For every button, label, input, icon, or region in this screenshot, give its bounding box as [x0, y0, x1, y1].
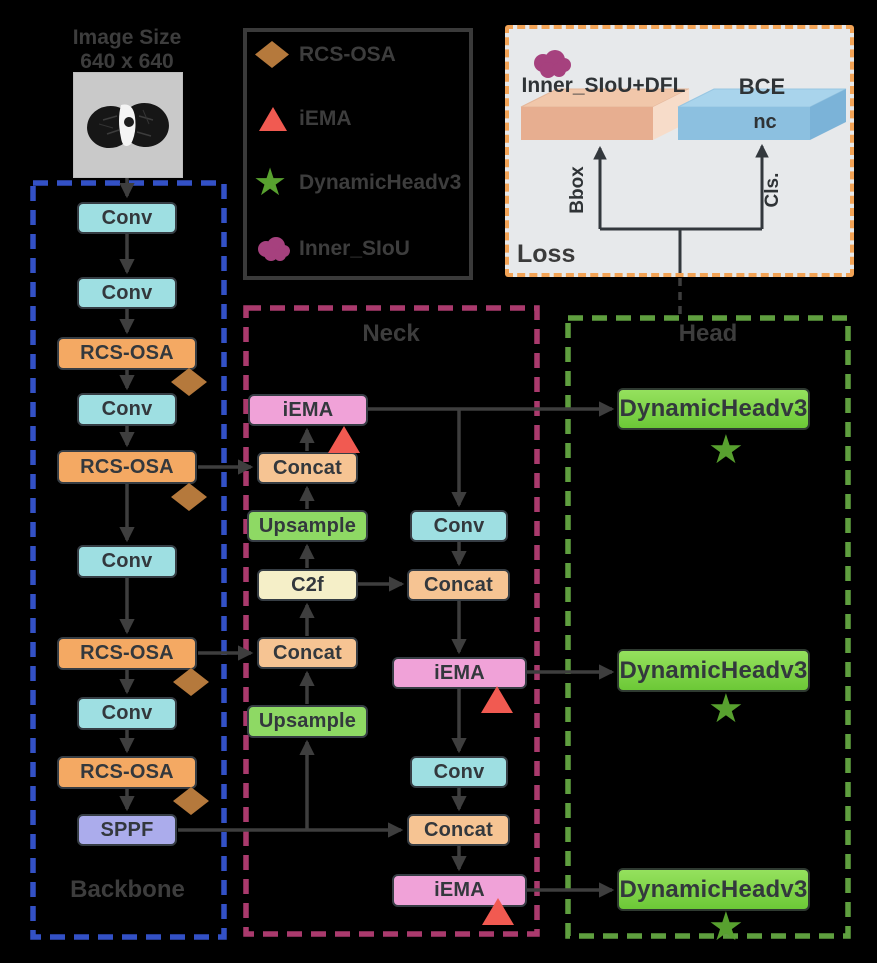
backbone-conv-3: Conv	[77, 393, 177, 426]
legend-label-iema: iEMA	[299, 107, 352, 130]
bbox-branch-label: Bbox	[567, 166, 588, 214]
backbone-conv-1: Conv	[77, 202, 177, 234]
input-image-caption: Image Size 640 x 640	[35, 26, 219, 74]
loss-graphics	[520, 50, 847, 273]
cls-loss-label: BCE	[738, 74, 786, 99]
bbox-loss-slab	[520, 88, 690, 140]
caption-line-1: Image Size	[72, 26, 182, 49]
dynamichead-marker-star-1: ★	[708, 427, 744, 473]
caption-line-2: 640 x 640	[80, 50, 174, 73]
neck-region-border	[243, 305, 540, 937]
backbone-conv-5: Conv	[77, 697, 177, 730]
rcs-osa-diamond-icon	[255, 41, 289, 68]
bbox-loss-label: Inner_SIoU+DFL	[521, 74, 686, 97]
legend-label-inner-siou: Inner_SIoU	[299, 237, 410, 260]
neck-concat-4: Concat	[407, 814, 510, 846]
dynamichead-marker-star-2: ★	[708, 686, 744, 732]
iema-marker-triangle-2	[481, 686, 513, 713]
backbone-rcs-osa-2: RCS-OSA	[57, 450, 197, 484]
input-ct-image	[73, 72, 183, 178]
head-dynamicheadv3-2: DynamicHeadv3	[617, 649, 810, 692]
neck-concat-1: Concat	[257, 452, 358, 484]
backbone-conv-4: Conv	[77, 545, 177, 578]
head-region-label: Head	[678, 320, 738, 347]
loss-panel: Inner_SIoU+DFL BCE nc Bbox Cls. Loss	[505, 25, 854, 277]
inner-siou-cloud-badge	[534, 50, 571, 78]
neck-conv-1: Conv	[410, 510, 508, 542]
neck-concat-2: Concat	[257, 637, 358, 669]
neck-concat-3: Concat	[407, 569, 510, 601]
neck-iema-2: iEMA	[392, 657, 527, 689]
neck-upsample-1: Upsample	[247, 510, 368, 542]
backbone-rcs-osa-4: RCS-OSA	[57, 756, 197, 789]
backbone-region-border	[30, 180, 227, 940]
iema-marker-triangle-3	[482, 898, 514, 925]
legend-label-dynamicheadv3: DynamicHeadv3	[299, 171, 462, 194]
cls-loss-slab	[677, 88, 847, 140]
dynamichead-marker-star-3: ★	[708, 904, 744, 950]
cls-branch-label: Cls.	[762, 172, 783, 208]
head-dynamicheadv3-3: DynamicHeadv3	[617, 868, 810, 911]
neck-c2f: C2f	[257, 569, 358, 601]
neck-upsample-2: Upsample	[247, 705, 368, 738]
backbone-sppf: SPPF	[77, 814, 177, 846]
iema-triangle-icon	[259, 107, 287, 131]
legend-panel: RCS-OSA iEMA ★ DynamicHeadv3 Inner_SIoU	[243, 28, 473, 280]
head-dynamicheadv3-1: DynamicHeadv3	[617, 388, 810, 430]
backbone-region-label: Backbone	[70, 876, 185, 903]
head-region-border	[565, 315, 851, 939]
neck-conv-2: Conv	[410, 756, 508, 788]
legend-label-rcs-osa: RCS-OSA	[299, 43, 396, 66]
dynamichead-star-icon: ★	[253, 160, 288, 204]
iema-marker-triangle-1	[328, 426, 360, 453]
inner-siou-cloud-icon	[254, 235, 292, 263]
backbone-rcs-osa-1: RCS-OSA	[57, 337, 197, 370]
nc-label: nc	[753, 111, 777, 133]
neck-iema-1: iEMA	[248, 394, 368, 426]
backbone-rcs-osa-3: RCS-OSA	[57, 637, 197, 670]
loss-title: Loss	[517, 240, 576, 268]
neck-region-label: Neck	[362, 320, 420, 347]
backbone-conv-2: Conv	[77, 277, 177, 309]
